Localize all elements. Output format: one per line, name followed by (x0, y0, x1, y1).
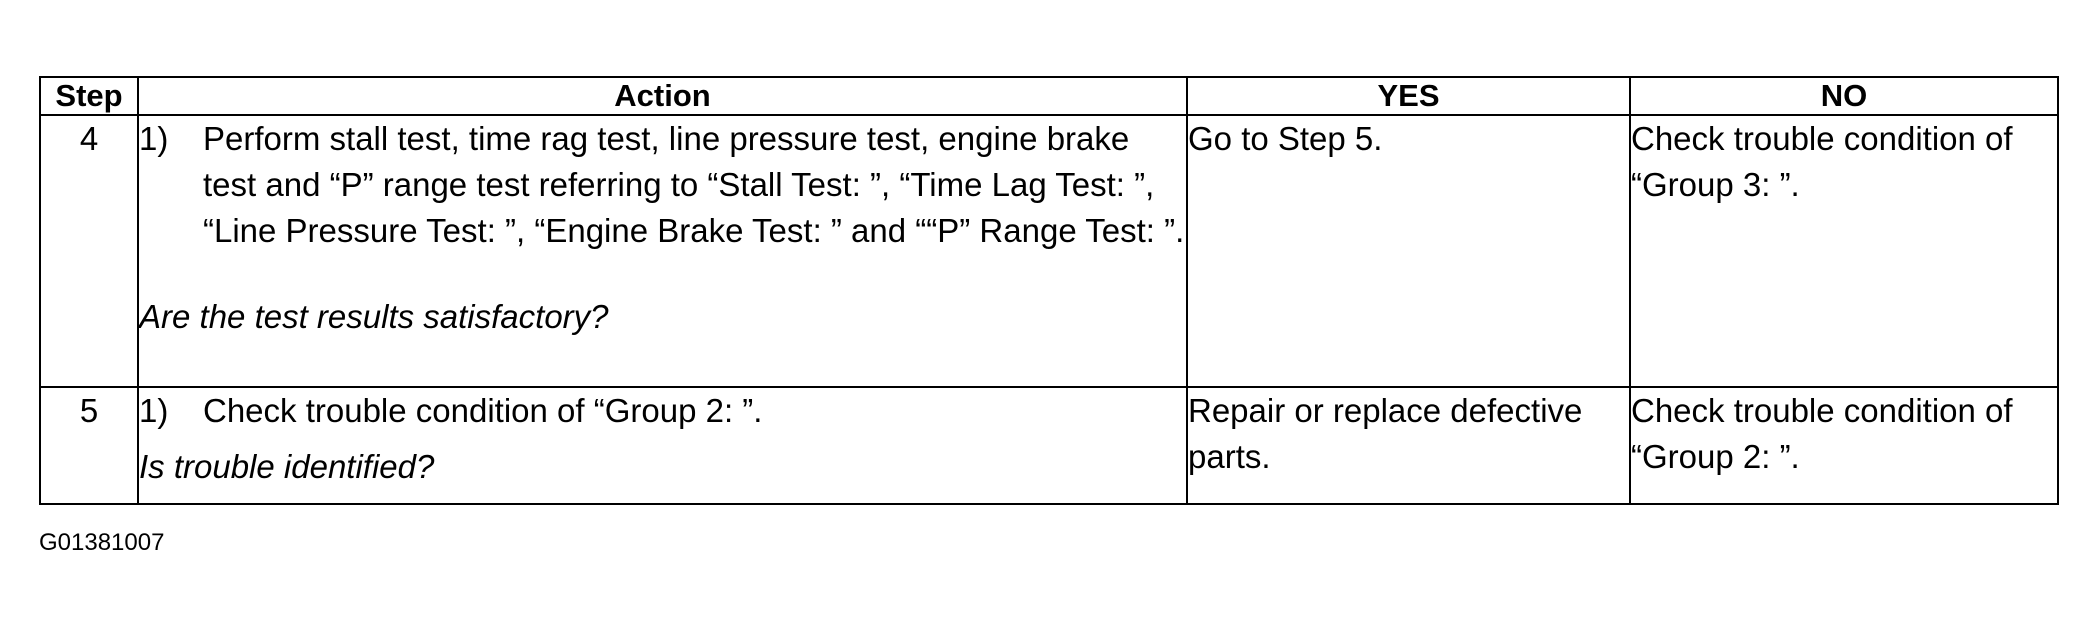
action-question: Are the test results satisfactory? (139, 298, 609, 335)
step-number: 5 (39, 386, 139, 505)
no-outcome: Check trouble condition of “Group 2: ”. (1629, 386, 2059, 505)
figure-code: G01381007 (39, 529, 165, 556)
action-question: Is trouble identified? (139, 448, 435, 485)
no-outcome: Check trouble condition of “Group 3: ”. (1629, 114, 2059, 388)
header-step: Step (39, 76, 139, 116)
header-no: NO (1629, 76, 2059, 116)
action-item-number: 1) (139, 120, 169, 157)
table-row: 4 1) Perform stall test, time rag test, … (39, 114, 2059, 388)
action-item: 1) Perform stall test, time rag test, li… (139, 116, 1186, 254)
header-action: Action (137, 76, 1188, 116)
action-cell: 1) Check trouble condition of “Group 2: … (137, 386, 1188, 505)
table-row: 5 1) Check trouble condition of “Group 2… (39, 386, 2059, 505)
yes-outcome: Repair or replace defective parts. (1186, 386, 1631, 505)
spacer (139, 254, 1186, 294)
action-cell: 1) Perform stall test, time rag test, li… (137, 114, 1188, 388)
action-item: 1) Check trouble condition of “Group 2: … (139, 388, 1186, 434)
step-number: 4 (39, 114, 139, 388)
action-item-number: 1) (139, 392, 169, 429)
diagnostic-table: Step Action YES NO 4 1) Perform stall te… (39, 76, 2059, 505)
header-yes: YES (1186, 76, 1631, 116)
action-item-text: Perform stall test, time rag test, line … (203, 120, 1185, 249)
spacer (139, 434, 1186, 444)
action-item-text: Check trouble condition of “Group 2: ”. (203, 392, 763, 429)
yes-outcome: Go to Step 5. (1186, 114, 1631, 388)
table-header-row: Step Action YES NO (39, 76, 2059, 116)
